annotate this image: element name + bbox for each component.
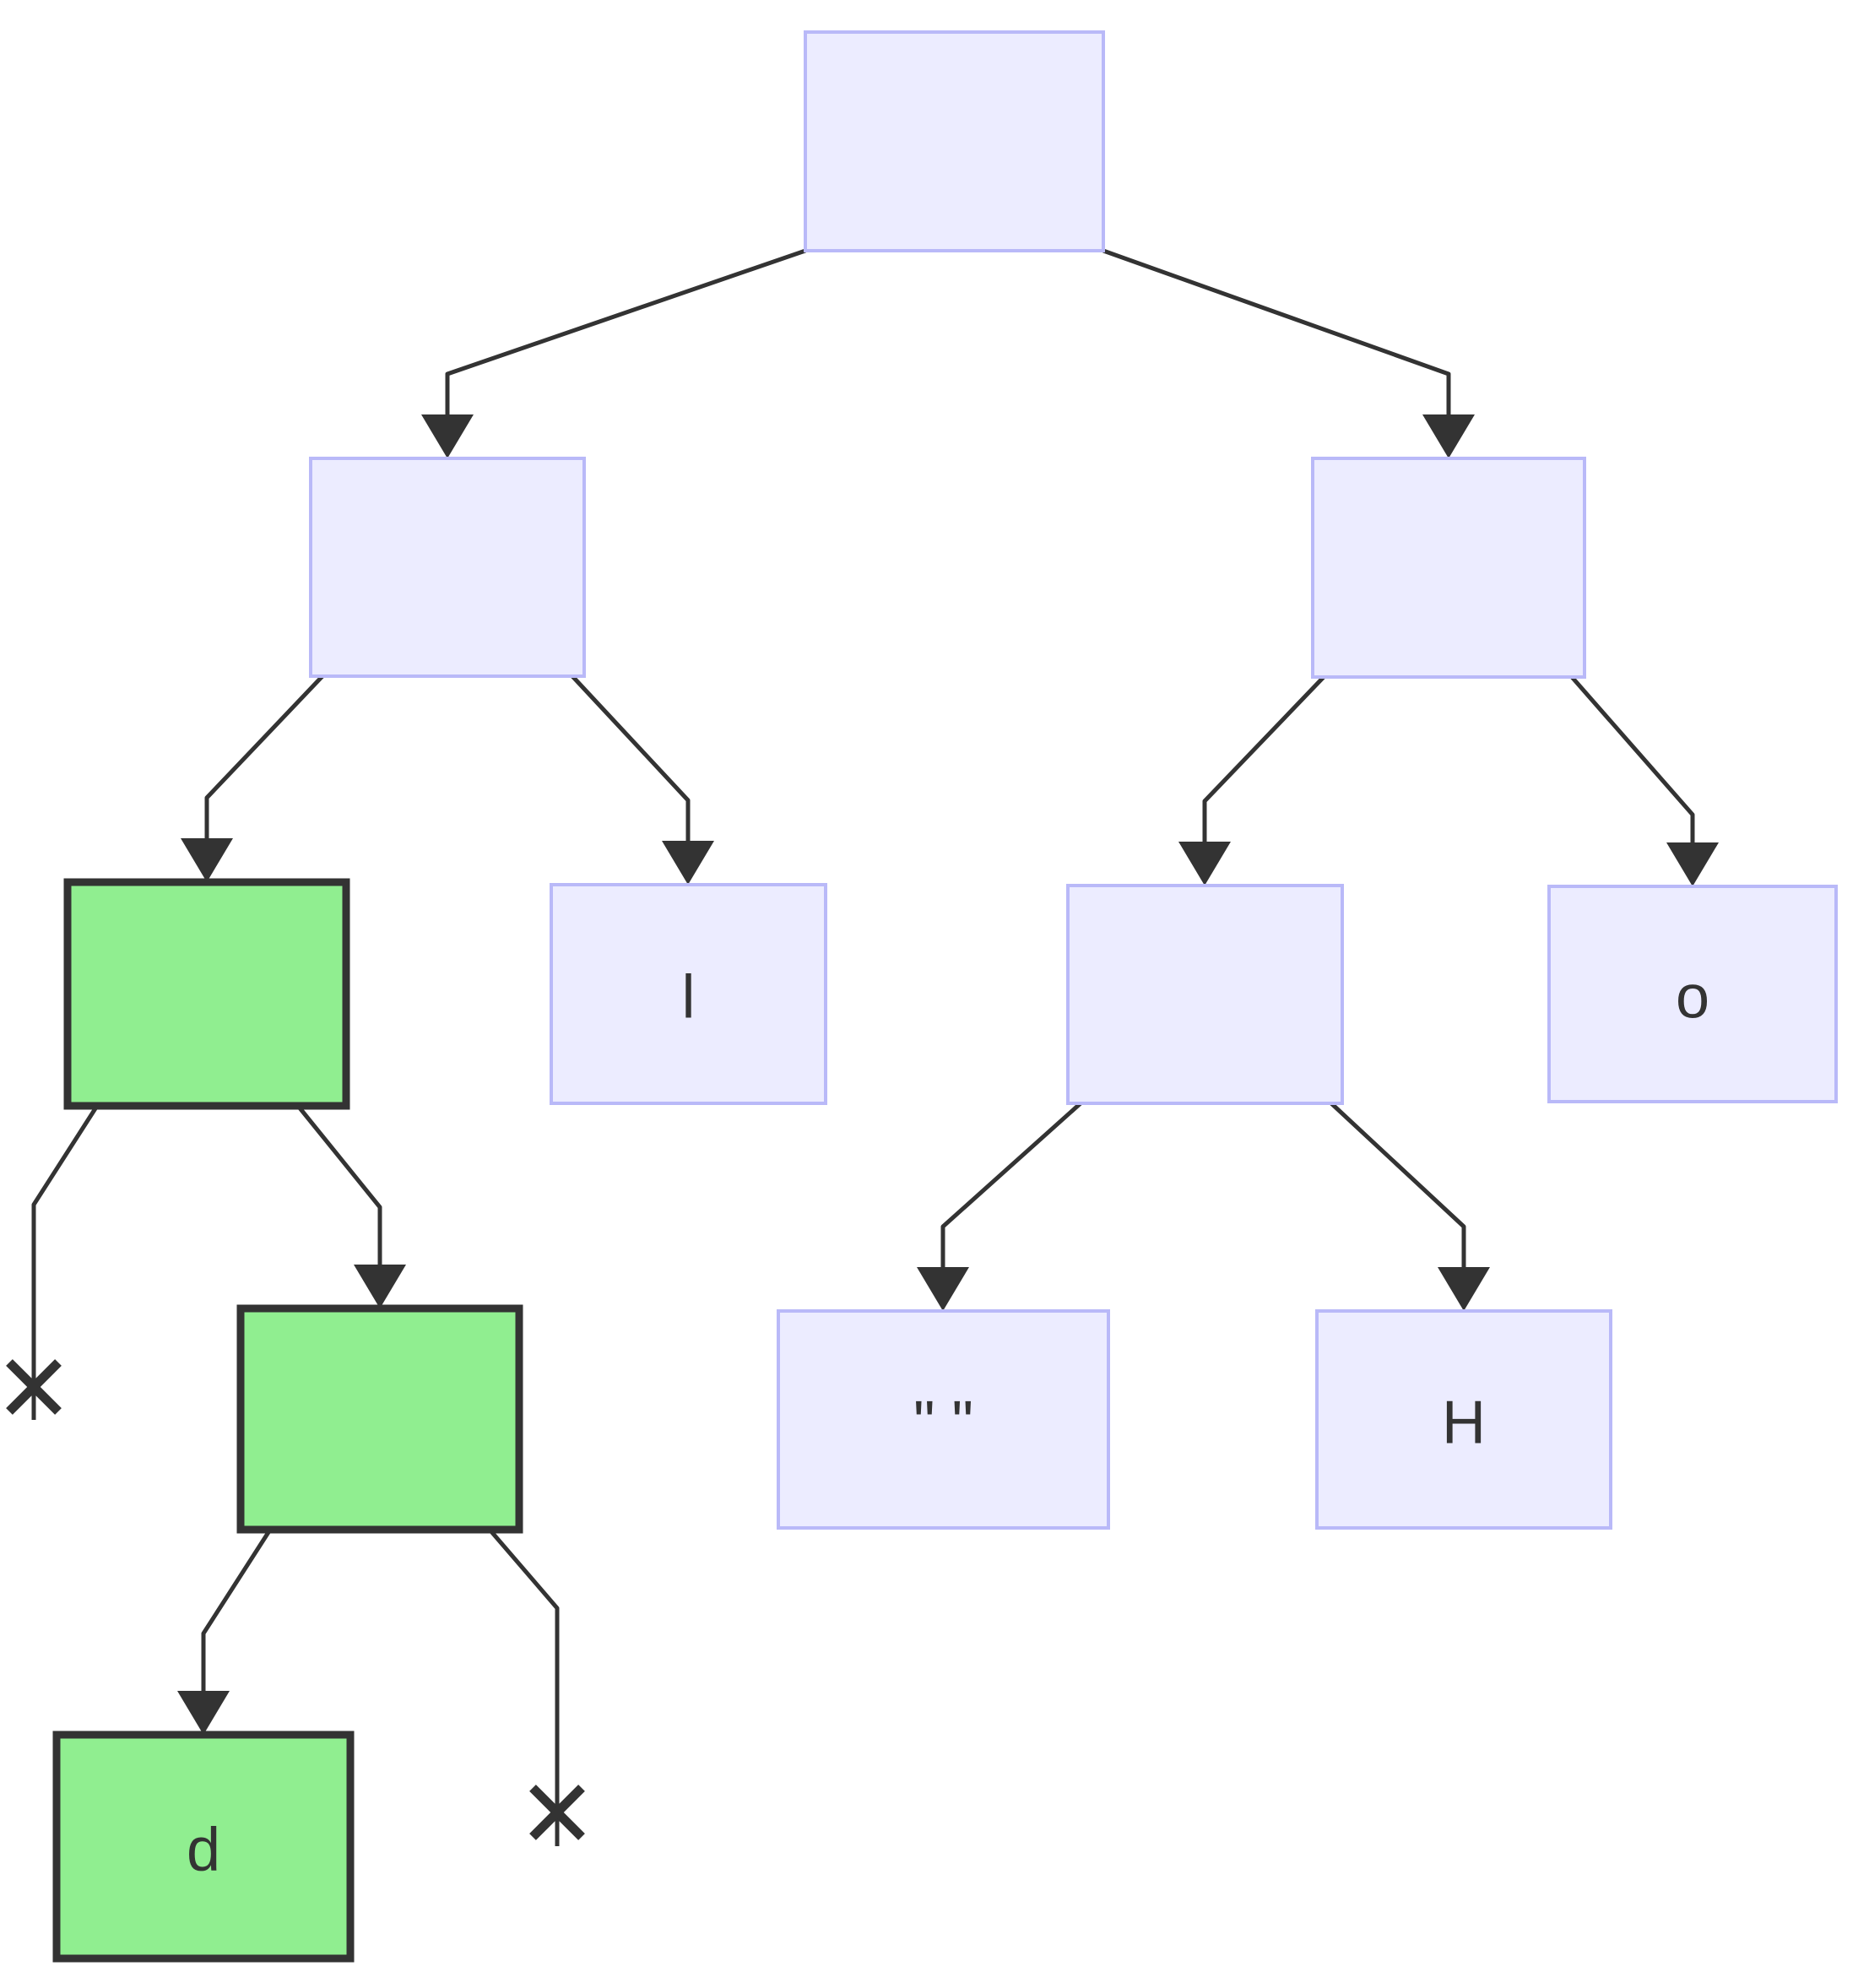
tree-node-leaf-H: H xyxy=(1315,1309,1612,1530)
edge-green-1-to-green-2 xyxy=(296,1104,406,1308)
node-box xyxy=(550,883,827,1105)
node-label: " " xyxy=(913,1389,973,1457)
arrowhead-icon xyxy=(1422,414,1475,458)
tree-node-leaf-space: " " xyxy=(777,1309,1110,1530)
tree-node-right-internal xyxy=(1311,457,1586,679)
edge-line xyxy=(201,1528,273,1696)
edge-line xyxy=(296,1104,382,1270)
node-label: l xyxy=(682,964,696,1032)
edge-line xyxy=(1330,1102,1466,1272)
tree-node-root xyxy=(804,30,1105,252)
node-box xyxy=(1066,884,1344,1105)
edge-right-inner-to-leaf-H xyxy=(1330,1102,1490,1311)
node-box xyxy=(804,30,1105,252)
node-box xyxy=(777,1309,1110,1530)
edge-line xyxy=(204,674,324,843)
edge-right-internal-to-leaf-o xyxy=(1570,675,1719,886)
node-label: H xyxy=(1442,1389,1486,1457)
arrowhead-icon xyxy=(1666,842,1719,886)
null-cross-icon xyxy=(6,1359,62,1415)
node-box xyxy=(1547,885,1838,1103)
tree-node-green-1 xyxy=(63,878,350,1110)
edge-line xyxy=(488,1528,560,1846)
cross-stroke xyxy=(529,1785,585,1840)
edge-right-inner-to-leaf-space xyxy=(917,1102,1082,1311)
cross-stroke xyxy=(6,1359,62,1415)
tree-node-green-2 xyxy=(236,1304,523,1534)
node-label: d xyxy=(187,1817,220,1884)
tree-node-left-internal xyxy=(309,457,586,678)
edge-line xyxy=(1102,248,1451,420)
node-box xyxy=(236,1304,523,1534)
edge-green-2-to-null-right xyxy=(488,1528,585,1846)
edge-line xyxy=(31,1104,100,1420)
tree-node-leaf-d: d xyxy=(52,1731,355,1963)
edge-right-internal-to-right-inner xyxy=(1178,675,1325,886)
node-box xyxy=(1311,457,1586,679)
edge-line xyxy=(445,248,806,420)
node-label: o xyxy=(1676,964,1709,1032)
node-box xyxy=(1315,1309,1612,1530)
arrowhead-icon xyxy=(421,414,474,458)
tree-node-right-inner xyxy=(1066,884,1344,1105)
arrowhead-icon xyxy=(1438,1267,1490,1311)
node-box xyxy=(309,457,586,678)
node-box xyxy=(52,1731,355,1963)
arrowhead-icon xyxy=(354,1265,406,1308)
edge-line xyxy=(571,674,691,846)
edge-root-to-left-internal xyxy=(421,248,806,458)
edge-green-2-to-leaf-d xyxy=(177,1528,273,1735)
null-cross-icon xyxy=(529,1785,585,1840)
edge-line xyxy=(940,1102,1082,1272)
arrowhead-icon xyxy=(662,841,714,885)
edge-line xyxy=(1570,675,1695,848)
edge-left-internal-to-leaf-l xyxy=(571,674,714,885)
tree-node-leaf-l: l xyxy=(550,883,827,1105)
arrowhead-icon xyxy=(177,1691,230,1735)
arrowhead-icon xyxy=(181,838,233,882)
node-box xyxy=(63,878,350,1110)
arrowhead-icon xyxy=(1178,842,1231,886)
edge-green-1-to-null-left xyxy=(6,1104,100,1420)
edge-line xyxy=(1202,675,1325,847)
edge-left-internal-to-green-1 xyxy=(181,674,324,882)
edge-root-to-right-internal xyxy=(1102,248,1475,458)
tree-node-leaf-o: o xyxy=(1547,885,1838,1103)
arrowhead-icon xyxy=(917,1267,969,1311)
